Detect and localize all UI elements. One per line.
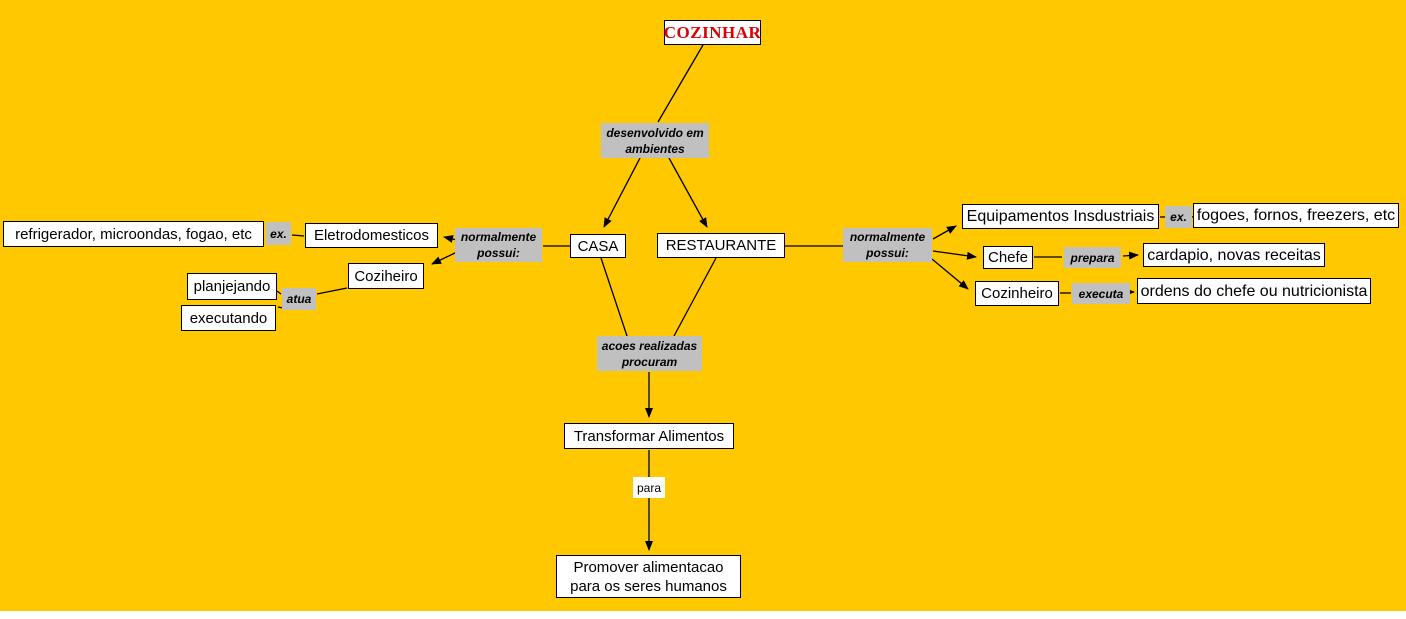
link-label-atua[interactable]: atua xyxy=(282,288,316,310)
node-chefe[interactable]: Chefe xyxy=(983,246,1033,269)
edge-restaurante-acoes xyxy=(673,257,717,337)
edge-normalmente-cozinheiro xyxy=(931,258,969,290)
edge-cozinhar-desenvolvido xyxy=(657,44,704,123)
node-cozinhar[interactable]: COZINHAR xyxy=(664,20,761,45)
node-fogoes-fornos[interactable]: fogoes, fornos, freezers, etc xyxy=(1193,203,1399,228)
link-label-desenvolvido-em-ambientes[interactable]: desenvolvido em ambientes xyxy=(601,123,709,158)
edge-normalmente-coziheiro xyxy=(431,251,458,265)
node-refrigerador-microondas[interactable]: refrigerador, microondas, fogao, etc xyxy=(3,221,264,247)
edge-eletrodomesticos-ex xyxy=(291,234,305,237)
node-ordens-chefe[interactable]: ordens do chefe ou nutricionista xyxy=(1137,278,1371,304)
node-planjejando[interactable]: planjejando xyxy=(187,273,277,300)
node-promover-alimentacao[interactable]: Promover alimentacao para os seres human… xyxy=(556,555,741,598)
node-eletrodomesticos[interactable]: Eletrodomesticos xyxy=(305,223,438,248)
node-restaurante[interactable]: RESTAURANTE xyxy=(657,233,785,258)
node-transformar-alimentos[interactable]: Transformar Alimentos xyxy=(564,423,734,449)
bottom-strip xyxy=(0,611,1406,619)
edge-coziheiro-atua xyxy=(316,287,348,295)
edge-casa-acoes xyxy=(600,257,628,337)
node-casa[interactable]: CASA xyxy=(570,234,626,258)
link-label-normalmente-possui-restaurante[interactable]: normalmente possui: xyxy=(843,228,932,262)
link-label-executa[interactable]: executa xyxy=(1072,283,1130,304)
node-equipamentos-industriais[interactable]: Equipamentos Insdustriais xyxy=(962,204,1159,229)
link-label-normalmente-possui-casa[interactable]: normalmente possui: xyxy=(455,228,542,262)
node-executando[interactable]: executando xyxy=(181,305,276,331)
edge-desenvolvido-restaurante xyxy=(668,157,708,228)
edge-atua-planjejando xyxy=(276,290,282,295)
link-label-prepara[interactable]: prepara xyxy=(1064,247,1121,268)
edge-normalmente-chefe xyxy=(932,250,977,260)
edge-prepara-cardapio xyxy=(1122,251,1139,260)
link-label-para[interactable]: para xyxy=(633,477,665,498)
link-label-ex-right[interactable]: ex. xyxy=(1165,206,1192,228)
node-cozinheiro[interactable]: Cozinheiro xyxy=(975,281,1059,306)
edge-normalmente-equipamentos xyxy=(932,225,957,240)
link-label-ex-left[interactable]: ex. xyxy=(266,222,291,245)
edge-normalmente-eletrodomesticos xyxy=(443,235,458,243)
node-coziheiro[interactable]: Coziheiro xyxy=(348,263,424,289)
edge-desenvolvido-casa xyxy=(603,157,641,228)
node-cardapio-receitas[interactable]: cardapio, novas receitas xyxy=(1143,243,1325,267)
link-label-acoes-realizadas[interactable]: acoes realizadas procuram xyxy=(597,336,702,371)
